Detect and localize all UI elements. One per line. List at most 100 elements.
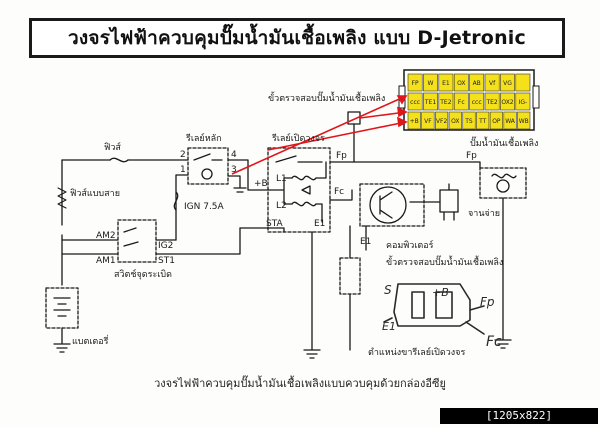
terminal-l2: L2 [276,201,287,211]
connector-pin [484,92,500,111]
handwritten-e1: E1 [382,320,396,333]
label-distributor: จานจ่าย [468,209,500,219]
main-relay-box [187,147,229,185]
connector-pin [469,92,485,111]
connector-pin [476,111,490,130]
terminal-ig2: IG2 [158,241,173,251]
wire-sta [239,227,285,233]
connector-pin-label: Fc [458,99,465,106]
distributor-box [439,189,459,213]
terminal-sta: STA [266,219,284,229]
label-ign-fuse: IGN 7.5A [184,202,225,212]
red-arrow-relay [267,121,407,151]
computer-box [359,183,425,227]
connector-pin-label: W [428,80,434,87]
connector-pin [484,73,500,92]
red-arrow-fp-head [396,95,408,105]
connector-pin-label: TT [478,118,487,125]
fuel-pump-box [479,167,527,199]
relay-contact-fp [275,155,323,163]
connector-pin-label: TE1 [424,99,436,106]
connector-pin [407,73,423,92]
connector-pin-label: OX [457,80,465,87]
connector-pin [453,92,469,111]
terminal-3: 3 [231,165,237,175]
connector-pin-label: OP [492,118,501,125]
connector-pin-label: ccc [472,99,482,106]
wire-fp-bus [329,161,481,169]
relay-internal-wires [269,161,327,223]
handwritten-plus-b: +B [432,286,449,299]
connector-pin [435,111,449,130]
connector-pin-label: TS [464,118,473,125]
connector-pin-label: OX2 [501,99,513,106]
connector-pin [438,73,454,92]
wire-st1 [155,227,241,255]
connector-pin-label: WA [505,118,516,125]
connector-pin [407,92,423,111]
connector-pin-label: ccc [410,99,420,106]
main-relay-coil [201,168,213,180]
connector-pin-label: VG [503,80,512,87]
relay-diode [301,185,311,195]
battery-ground [53,327,71,353]
diagram-caption: วงจรไฟฟ้าควบคุมปั๊มน้ำมันเชื้อเพลิงแบบคว… [154,377,446,390]
label-battery: แบตเตอรี่ [72,334,109,347]
fuel-pump-ground [494,197,512,349]
red-arrow-fp [231,95,407,175]
fuse-symbol [109,157,129,163]
connector-pin [500,92,515,111]
red-arrow-relay-head [397,116,408,128]
computer-circle [369,186,407,224]
connector-pin [489,111,503,130]
page-title: วงจรไฟฟ้าควบคุมปั๊มน้ำมันเชื้อเพลิง แบบ … [68,27,526,49]
label-relay-position: ตำแหน่งขารีเลย์เปิดวงจร [368,346,465,358]
terminal-e1-computer: E1 [360,237,371,247]
ign-fuse-symbol [173,191,179,211]
connector-pin-label: E1 [442,80,450,87]
watermark-link[interactable]: [1205x822] http://upic.me/ [440,408,598,438]
relay-coil-l2 [291,201,317,207]
title-frame [29,18,565,58]
terminal-plus-b: +B [254,179,268,189]
label-circuit-opening-relay: รีเลย์เปิดวงจร [272,132,325,144]
connector-pin-label: TE2 [439,99,451,106]
connector-pin-label: VF [424,118,432,125]
terminal-fp-pump: Fp [466,151,477,161]
connector-pin-label: VF2 [436,118,448,125]
connector-pin [407,111,421,130]
fuel-pump-coil [491,173,517,179]
terminal-l1: L1 [276,174,287,184]
connector-pin-label: FP [412,80,419,87]
wire-e1-ground [303,231,321,359]
main-relay-contact [193,153,223,161]
connector-pin-label: WB [519,118,529,125]
connector-pin [462,111,476,130]
ignition-switch-box [117,219,157,263]
label-computer: คอมพิวเตอร์ [386,239,434,251]
connector-pin-label: AB [473,80,481,87]
fusible-link-symbol [57,187,67,209]
label-fuel-pump: ปั๊มน้ำมันเชื้อเพลิง [470,136,538,149]
connector-pin [469,73,485,92]
connector-pin-label: Vf [489,80,496,87]
relay-coil-l1 [291,175,317,181]
label-main-relay: รีเลย์หลัก [186,132,222,144]
handwritten-outline [393,283,471,327]
label-check-connector-top: ขั้วตรวจสอบปั๊มน้ำมันเชื้อเพลิง [268,91,385,104]
wire-relay-to-plus-b [227,159,271,191]
terminal-e1: E1 [314,219,325,229]
handwritten-strokes [383,305,485,335]
terminal-st1: ST1 [158,256,175,266]
connector-pin [517,111,531,130]
connector-pin-label: IG- [519,99,528,106]
terminal-fp: Fp [336,151,347,161]
label-ignition-switch: สวิตช์จุดระเบิด [114,268,172,280]
connector-pin [453,73,469,92]
battery-cells [53,297,71,317]
computer-transistor [379,191,393,219]
terminal-1: 1 [180,165,186,175]
distributor-lines [443,183,455,221]
